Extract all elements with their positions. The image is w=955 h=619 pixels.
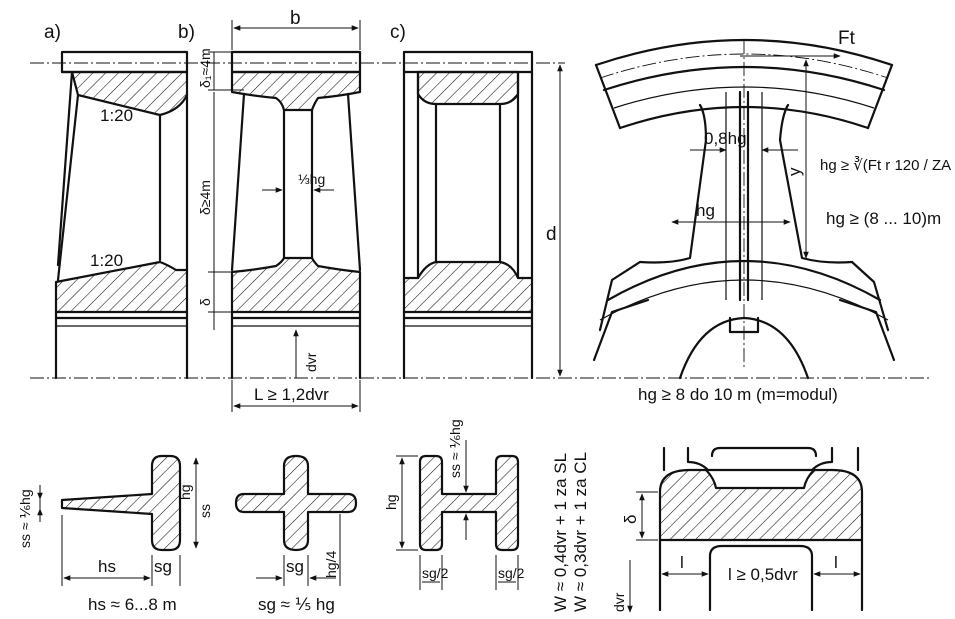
sec2-hg4-label: hg/4 [323, 551, 339, 578]
hub-l-right-label: l [834, 553, 838, 572]
sec1-caption: hs ≈ 6...8 m [88, 595, 177, 614]
dim-L-label: L ≥ 1,2dvr [254, 385, 329, 404]
w-formula-sl: W ≈ 0,4dvr + 1 za SL [551, 453, 570, 612]
dim-delta-hub-label: δ [197, 298, 213, 306]
dim-web-label: ⅓hg [298, 171, 325, 187]
hub-delta-label: δ [621, 515, 640, 524]
sec1-ss-label: ss ≈ ⅙hg [17, 489, 33, 548]
variant-b-section: b) b δ₁≈4m δ≥4m δ ⅓hg dvr [178, 8, 362, 412]
hub-dvr-label: dvr [611, 592, 627, 612]
gear-elevation-view: 0,8hg hg Ft y hg ≥ ∛(Ft r 120 / ZA dop σ… [592, 28, 955, 404]
arm-section-1: ss ≈ ⅙hg hs sg hg ss hs ≈ 6...8 m [17, 454, 213, 614]
hub-l-mid-label: l ≥ 0,5dvr [728, 565, 798, 584]
dim-dvr-label: dvr [303, 352, 319, 372]
sec1-sg-label: sg [154, 557, 172, 576]
variant-c-label: c) [390, 22, 406, 43]
dim-delta-mid-label: δ≥4m [197, 180, 213, 215]
sec3-hg-label: hg [383, 494, 399, 510]
w-formula-cl: W ≈ 0,3dvr + 1 za CL [571, 452, 590, 612]
sec1-hg-label: hg [177, 484, 193, 500]
sec2-sg-label: sg [286, 557, 304, 576]
formula-hg-mod: hg ≥ (8 ... 10)m [826, 209, 941, 228]
force-label: Ft [838, 28, 856, 49]
variant-c-section: c) d [390, 22, 563, 380]
ratio-bottom-label: 1:20 [90, 251, 123, 270]
ratio-top-label: 1:20 [100, 106, 133, 125]
variant-b-label: b) [178, 22, 195, 43]
dim-delta1-label: δ₁≈4m [197, 48, 213, 88]
hub-l-left-label: l [680, 553, 684, 572]
sec2-caption: sg ≈ ⅕ hg [258, 595, 335, 614]
variant-a-label: a) [44, 22, 61, 43]
dim-hg-arm-label: hg [696, 201, 715, 220]
dim-08hg-label: 0,8hg [704, 129, 747, 148]
sec3-sg2b-label: sg/2 [498, 565, 525, 581]
sec3-ss-label: ss ≈ ⅙hg [447, 419, 463, 478]
variant-a-section: a) 1:20 1:20 [44, 22, 189, 380]
dim-d-label: d [546, 224, 557, 245]
arm-section-2: sg hg/4 sg ≈ ⅕ hg [234, 454, 358, 614]
sec1-hs-label: hs [98, 557, 116, 576]
sec1-ss2-label: ss [197, 504, 213, 518]
sec3-sg2a-label: sg/2 [422, 565, 449, 581]
hub-detail: δ l l ≥ 0,5dvr l dvr [611, 446, 864, 613]
arm-section-3: hg ss ≈ ⅙hg sg/2 sg/2 [383, 419, 525, 590]
module-note: hg ≥ 8 do 10 m (m=modul) [638, 385, 838, 404]
formula-hg-root: hg ≥ ∛(Ft r 120 / ZA dop σf) [820, 156, 955, 174]
dim-b-label: b [290, 8, 301, 29]
dim-y-label: y [785, 167, 804, 176]
